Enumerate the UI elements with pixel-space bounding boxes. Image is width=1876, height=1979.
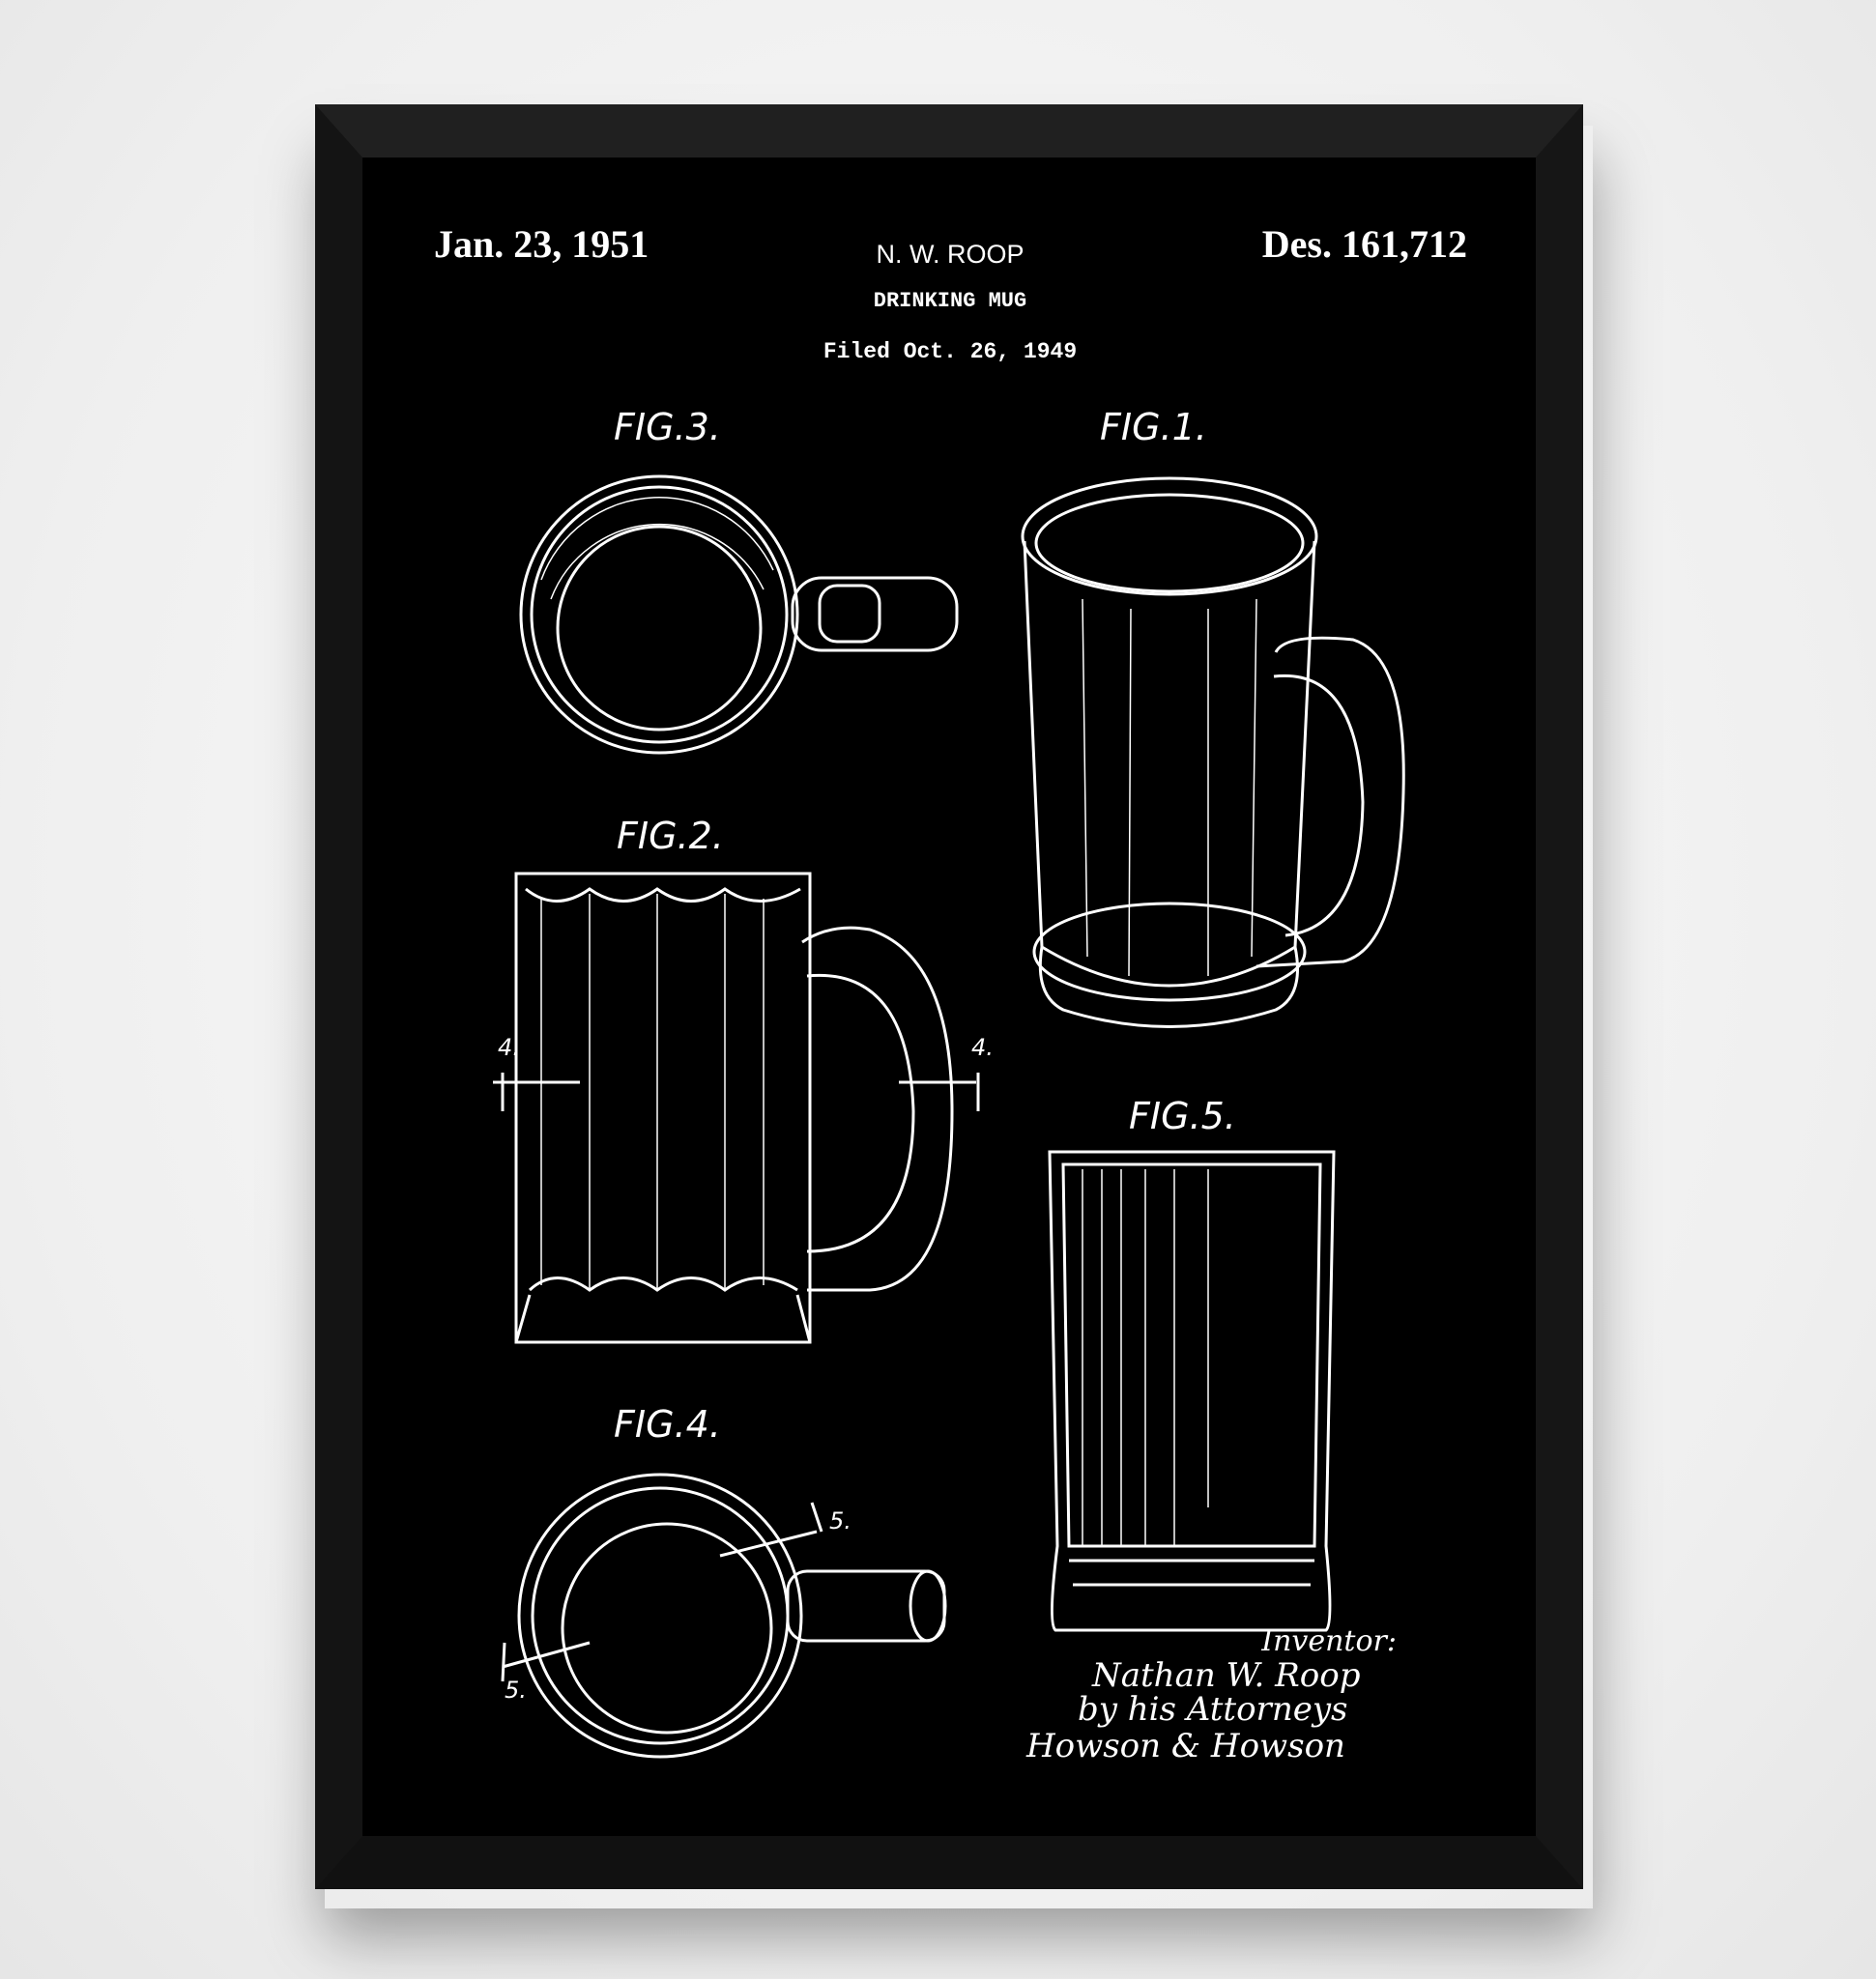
fig1-perspective-drawing xyxy=(1021,476,1405,1028)
patent-title: DRINKING MUG xyxy=(874,289,1026,313)
section-mark-4-left: 4. xyxy=(498,1034,520,1061)
fig3-label: FIG.3. xyxy=(614,406,721,448)
section-mark-5-upper: 5. xyxy=(829,1507,851,1534)
attorneys-label: by his Attorneys xyxy=(1078,1690,1348,1729)
section-mark-5-lower: 5. xyxy=(505,1677,527,1704)
fig2-side-view-drawing xyxy=(493,872,980,1344)
fig5-section-drawing xyxy=(1048,1150,1336,1632)
fig5-label: FIG.5. xyxy=(1129,1095,1236,1137)
inventor-name: Nathan W. Roop xyxy=(1091,1656,1360,1695)
patent-number: Des. 161,712 xyxy=(1262,222,1467,266)
fig1-label: FIG.1. xyxy=(1100,406,1207,448)
fig3-top-view-drawing xyxy=(519,474,959,755)
section-mark-4-right: 4. xyxy=(971,1034,994,1061)
attorneys-name: Howson & Howson xyxy=(1025,1727,1345,1765)
patent-date: Jan. 23, 1951 xyxy=(434,222,649,266)
fig2-label: FIG.2. xyxy=(617,815,724,857)
inventor-label: Inventor: xyxy=(1260,1624,1397,1658)
signature-block: Inventor: Nathan W. Roop by his Attorney… xyxy=(1025,1624,1397,1765)
art-background xyxy=(362,158,1536,1836)
inventor-short-name: N. W. ROOP xyxy=(876,240,1024,269)
fig4-section-top-drawing xyxy=(501,1473,947,1759)
fig4-label: FIG.4. xyxy=(614,1403,721,1446)
filed-date: Filed Oct. 26, 1949 xyxy=(823,339,1077,364)
